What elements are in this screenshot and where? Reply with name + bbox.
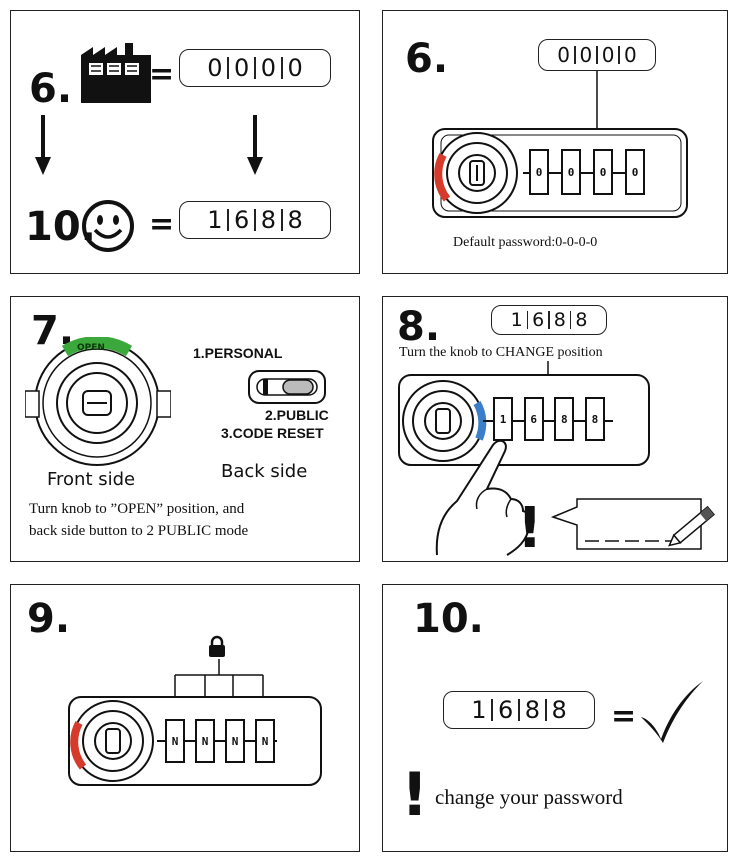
dial-row: 0 0 0 0 [529, 149, 645, 197]
front-side-label: Front side [47, 469, 136, 490]
down-arrow-icon [35, 115, 51, 175]
code-digit: 8 [260, 206, 277, 234]
back-side-label: Back side [221, 461, 308, 482]
combination-lock-illustration [432, 128, 688, 218]
code-digit: 6 [497, 696, 514, 724]
checkmark-icon [641, 681, 703, 743]
dial-wheel: N [225, 719, 245, 763]
change-password-note: change your password [435, 785, 623, 809]
default-code-box: 0 0 0 0 [538, 39, 656, 71]
dial-row: 1 6 8 8 [493, 397, 605, 443]
code-digit: 6 [233, 206, 250, 234]
option-code-reset: 3.CODE RESET [221, 425, 324, 441]
code-digit: 1 [207, 206, 223, 234]
change-instruction: Turn the knob to CHANGE position [399, 345, 603, 360]
code-digit: 0 [260, 54, 277, 82]
dial-wheel: N [165, 719, 185, 763]
equals-sign: = [611, 699, 637, 734]
confirmed-code-box: 1 6 8 8 [443, 691, 595, 729]
instruction-line-1: Turn knob to ”OPEN” position, and [29, 501, 245, 517]
exclamation-mark: ! [401, 760, 429, 830]
dial-wheel: N [255, 719, 275, 763]
panel-step-6-default: 6. 0 0 0 0 0 0 0 0 Default password:0-0-… [382, 10, 728, 274]
code-digit: 0 [233, 54, 250, 82]
open-label: OPEN [77, 343, 105, 353]
new-code-box: 1 6 8 8 [491, 305, 607, 335]
step-number-top: 6. [29, 66, 73, 112]
factory-icon [81, 43, 151, 103]
step-number: 10. [413, 596, 484, 642]
equals-sign-bottom: = [149, 207, 175, 242]
note-with-pencil-icon [550, 498, 715, 550]
hand-pointing-icon [435, 439, 532, 556]
option-public: 2.PUBLIC [265, 407, 329, 423]
dial-wheel: 0 [593, 149, 613, 195]
code-digit: 6 [532, 309, 545, 331]
code-digit: 8 [575, 309, 588, 331]
dial-row: N N N N [165, 719, 275, 765]
default-password-caption: Default password:0-0-0-0 [453, 235, 598, 250]
code-digit: 1 [510, 309, 523, 331]
code-digit: 8 [553, 309, 566, 331]
step-number: 8. [397, 304, 441, 350]
code-digit: 0 [287, 54, 303, 82]
panel-step-7-open: 7. OPEN 1.PERSONAL 2.PUBLIC 3.CODE RESET… [10, 296, 360, 562]
smiley-icon [82, 200, 134, 252]
exclamation-mark: ! [517, 496, 543, 561]
step-number: 9. [27, 596, 71, 642]
panel-step-6-10-overview: 6. = 0 0 0 0 10. = 1 6 8 8 [10, 10, 360, 274]
code-digit: 0 [557, 43, 571, 67]
mode-switch-illustration [248, 370, 326, 404]
dial-wheel: 1 [493, 397, 513, 441]
equals-sign-top: = [149, 57, 175, 92]
dial-wheel: 8 [554, 397, 575, 441]
dial-wheel: 0 [625, 149, 645, 195]
dial-wheel: 6 [523, 397, 544, 441]
step-number: 6. [405, 36, 449, 82]
panel-step-9-lock: 9. N N N N [10, 584, 360, 852]
code-digit: 0 [579, 43, 593, 67]
code-digit: 0 [623, 43, 637, 67]
code-digit: 0 [207, 54, 223, 82]
front-knob-illustration [25, 337, 171, 466]
code-digit: 0 [601, 43, 615, 67]
padlock-icon [209, 635, 225, 657]
dial-wheel: N [195, 719, 215, 763]
code-digit: 8 [524, 696, 541, 724]
panel-step-10-confirm: 10. 1 6 8 8 = ! change your password [382, 584, 728, 852]
down-arrow-icon [247, 115, 263, 175]
instruction-line-2: back side button to 2 PUBLIC mode [29, 523, 249, 539]
code-digit: 1 [471, 696, 487, 724]
code-digit: 8 [551, 696, 567, 724]
personal-code-box: 1 6 8 8 [179, 201, 331, 239]
dial-wheel: 0 [561, 149, 581, 195]
option-personal: 1.PERSONAL [193, 345, 283, 361]
code-digit: 8 [287, 206, 303, 234]
panel-step-8-change: 8. 1 6 8 8 Turn the knob to CHANGE posit… [382, 296, 728, 562]
dial-wheel: 8 [584, 397, 605, 441]
factory-code-box: 0 0 0 0 [179, 49, 331, 87]
dial-wheel: 0 [529, 149, 549, 195]
